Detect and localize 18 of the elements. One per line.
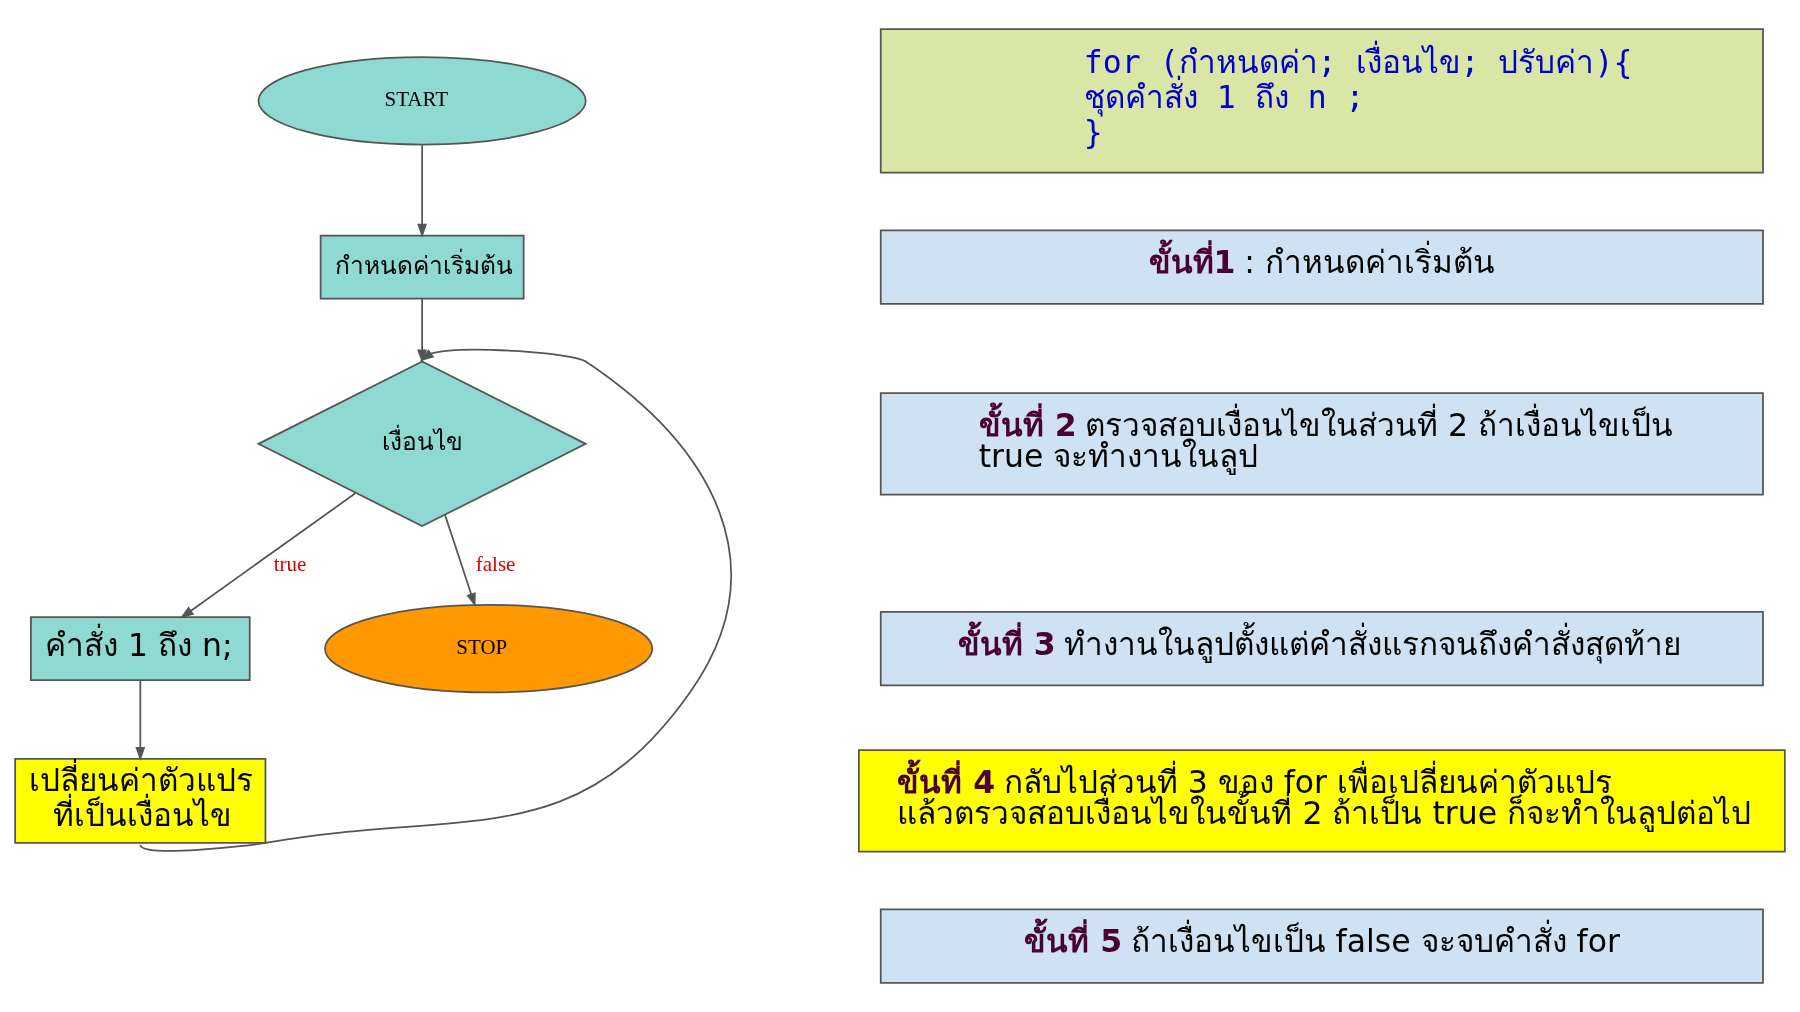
node-ellipse: START [257, 56, 587, 146]
node-box: ขั้นที่1 : กำหนดค่าเริ่มต้น [879, 229, 1764, 305]
node-box: ขั้นที่ 5 ถ้าเงื่อนไขเป็น false จะจบคำสั่ง for [879, 908, 1764, 984]
edge-label: false [475, 551, 516, 576]
node-box: เปลี่ยนค่าตัวแปรที่เป็นเงื่อนไข [14, 758, 267, 844]
node-box: คำสั่ง 1 ถึง n; [30, 616, 251, 682]
node-box: for (กำหนดค่า; เงื่อนไข; ปรับค่า){ ชุดคำสั่ง 1 ถึง n ; } [879, 28, 1764, 174]
node-ellipse: STOP [324, 604, 654, 694]
edge-label: true [273, 551, 307, 576]
node-box: กำหนดค่าเริ่มต้น [319, 234, 525, 300]
arrow [444, 514, 476, 608]
arrow [135, 679, 146, 762]
arrow [180, 492, 357, 619]
node-box: ขั้นที่ 4 กลับไปส่วนที่ 3 ของ for เพื่อเปลี่ยนค่าตัวแปร แล้วตรวจสอบเงื่อนไขในขั้นที่ 2 ถ้าเป็น true ก็จะทำในลูปต่อไป [858, 749, 1786, 853]
arrow [417, 144, 428, 238]
node-diamond: เงื่อนไข [256, 360, 588, 528]
node-box: ขั้นที่ 2 ตรวจสอบเงื่อนไขในส่วนที่ 2 ถ้าเงื่อนไขเป็น true จะทำงานในลูป [879, 392, 1764, 496]
node-box: ขั้นที่ 3 ทำงานในลูปตั้งแต่คำสั่งแรกจนถึงคำสั่งสุดท้าย [879, 611, 1764, 687]
